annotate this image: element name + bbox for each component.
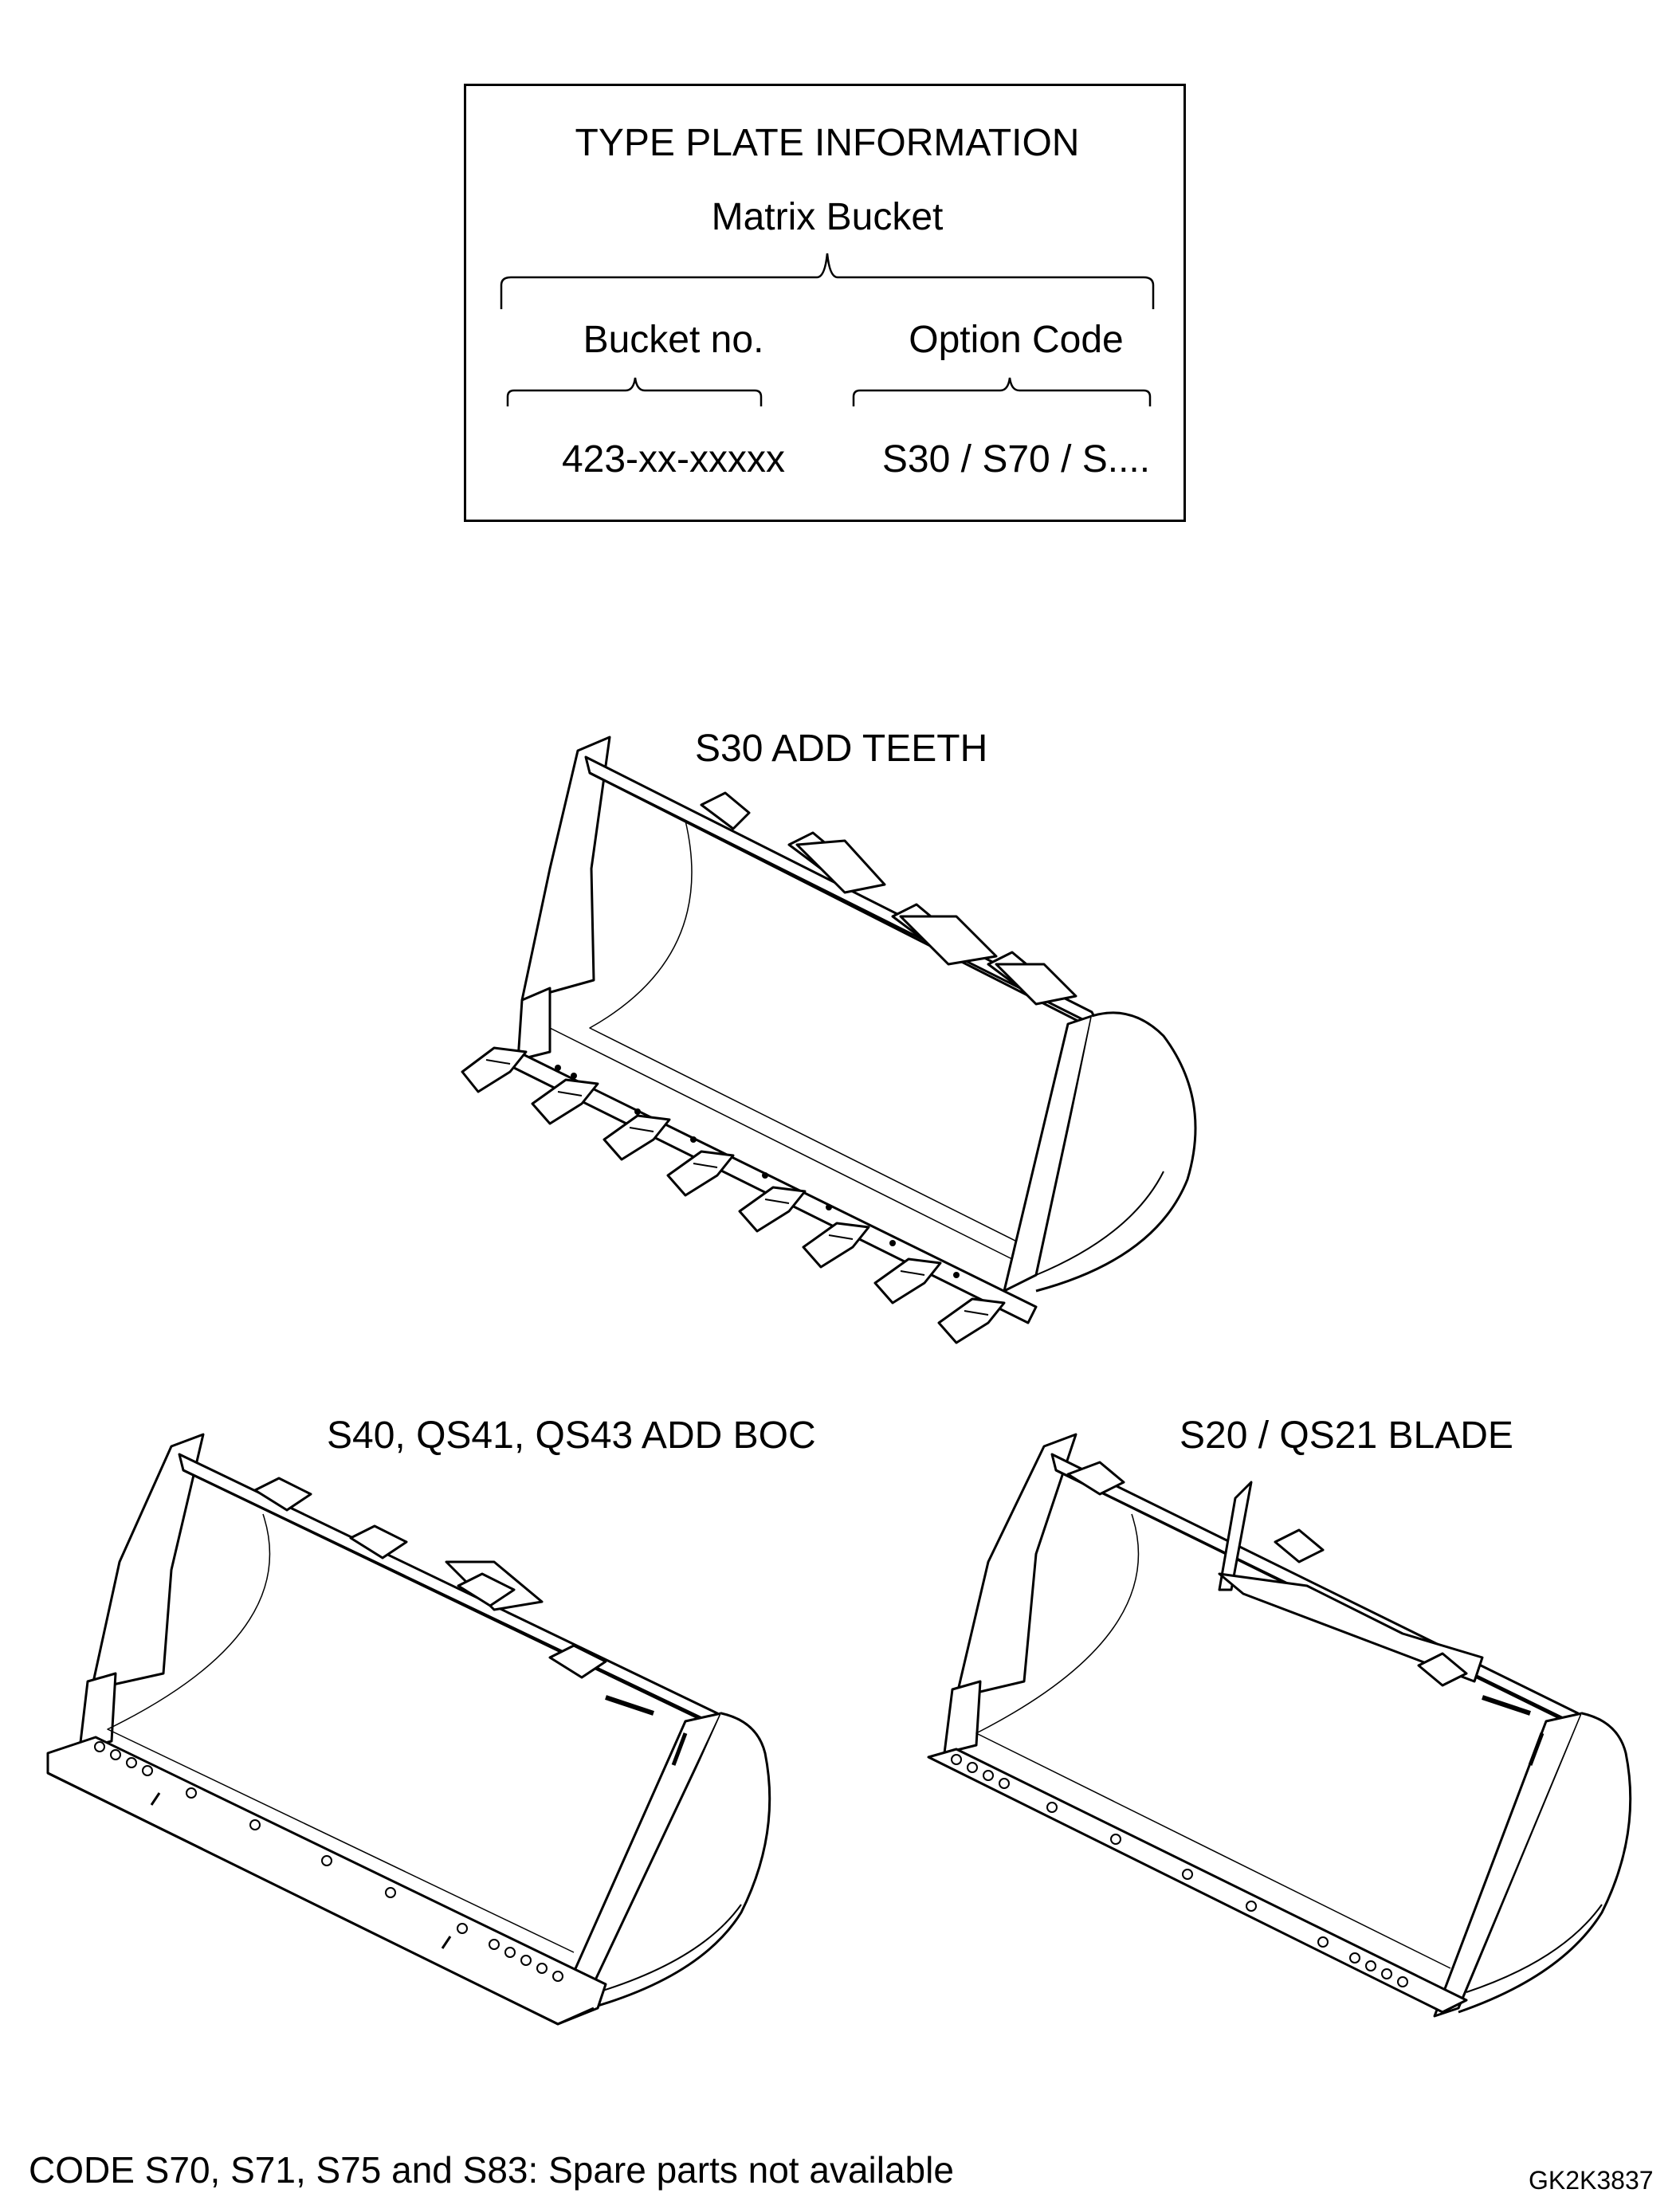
plate-title: TYPE PLATE INFORMATION [575,122,1080,164]
bucket-blade-drawing [927,1433,1632,2018]
bucket-teeth-drawing [461,736,1197,1344]
option-code-value: S30 / S70 / S.... [881,438,1151,481]
bucket-no-value: 423-xx-xxxxx [561,438,786,481]
bucket-blade-label: S20 / QS21 BLADE [1180,1414,1513,1457]
drawing-code: GK2K3837 [1529,2166,1654,2195]
bucket-no-label: Bucket no. [583,319,764,361]
bucket-boc-label: S40, QS41, QS43 ADD BOC [327,1414,816,1457]
bucket-teeth-label: S30 ADD TEETH [695,728,988,770]
type-plate-box: TYPE PLATE INFORMATION Matrix Bucket Buc… [464,84,1186,522]
bucket-boc-drawing [46,1433,771,2026]
option-code-label: Option Code [909,319,1124,361]
brace-lines [500,253,1155,406]
footer-note: CODE S70, S71, S75 and S83: Spare parts … [29,2149,954,2191]
plate-subtitle: Matrix Bucket [711,196,944,238]
